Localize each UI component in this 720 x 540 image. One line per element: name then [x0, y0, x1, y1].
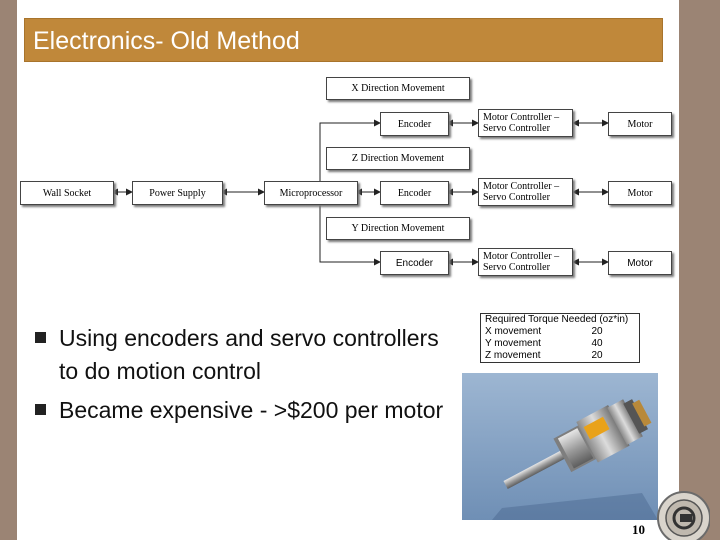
motor-controller-x: Motor Controller – Servo Controller [478, 109, 573, 137]
bullet-square-icon [35, 404, 46, 415]
power-supply: Power Supply [132, 181, 223, 205]
bullet-item: Using encoders and servo controllers to … [35, 322, 445, 388]
y-direction-label: Y Direction Movement [326, 217, 470, 240]
bullet-text: Became expensive - >$200 per motor [59, 397, 444, 423]
torque-table: Required Torque Needed (oz*in) X movemen… [480, 313, 640, 363]
arrow-micro-to-encoder-y [319, 203, 381, 266]
torque-row-value: 20 [591, 350, 603, 361]
right-border [679, 0, 720, 540]
motor-z: Motor [608, 181, 672, 205]
z-direction-label: Z Direction Movement [326, 147, 470, 170]
page-number: 10 [632, 522, 645, 537]
bullet-square-icon [35, 332, 46, 343]
bullet-list: Using encoders and servo controllers to … [35, 322, 445, 433]
university-seal-logo [657, 491, 710, 540]
motor-controller-y: Motor Controller – Servo Controller [478, 248, 573, 276]
wall-socket: Wall Socket [20, 181, 114, 205]
servo-motor-illustration [462, 373, 658, 520]
microprocessor: Microprocessor [264, 181, 358, 205]
motor-controller-z: Motor Controller – Servo Controller [478, 178, 573, 206]
bullet-text: Using encoders and servo controllers to … [59, 325, 439, 384]
encoder-x: Encoder [380, 112, 449, 136]
torque-row-value: 20 [591, 326, 603, 337]
arrow-micro-to-encoder-x [319, 119, 381, 181]
encoder-z: Encoder [380, 181, 449, 205]
torque-table-title: Required Torque Needed (oz*in) [485, 314, 629, 325]
table-row: Y movement 40 [481, 338, 639, 350]
table-row: Z movement 20 [481, 350, 639, 362]
encoder-y: Encoder [380, 251, 449, 275]
title-bar: Electronics- Old Method [24, 18, 663, 62]
motor-x: Motor [608, 112, 672, 136]
table-row: X movement 20 [481, 326, 639, 338]
torque-row-label: X movement [485, 326, 542, 337]
left-border [0, 0, 17, 540]
torque-row-label: Z movement [485, 350, 541, 361]
servo-motor-photo [462, 373, 658, 520]
torque-row-value: 40 [591, 338, 603, 349]
motor-y: Motor [608, 251, 672, 275]
x-direction-label: X Direction Movement [326, 77, 470, 100]
torque-row-label: Y movement [485, 338, 541, 349]
bullet-item: Became expensive - >$200 per motor [35, 394, 445, 427]
slide-title: Electronics- Old Method [33, 27, 300, 55]
